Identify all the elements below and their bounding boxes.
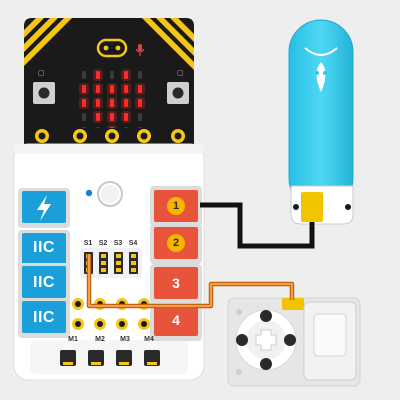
plus-hub-icon (255, 329, 277, 351)
led-on (96, 113, 100, 121)
lightning-icon (37, 195, 51, 221)
led-on (82, 99, 86, 107)
face-logo-icon (96, 38, 128, 58)
led-on (124, 99, 128, 107)
marker-a: ▢ (38, 70, 45, 77)
servo-motor (227, 297, 361, 387)
wire-servo-to-s1 (86, 254, 295, 309)
power-port[interactable] (18, 188, 70, 228)
led-off (82, 113, 86, 121)
iic-port-2[interactable] (18, 263, 70, 303)
button-a[interactable] (33, 82, 55, 104)
motor-port-m1[interactable] (60, 350, 76, 366)
led-off (138, 113, 142, 121)
fan-connector[interactable] (301, 192, 323, 222)
port-2[interactable] (150, 224, 202, 264)
port-4[interactable] (150, 301, 202, 341)
led-off (138, 71, 142, 79)
servo-horn[interactable] (235, 309, 297, 371)
switch-s2[interactable] (99, 252, 108, 274)
led-on (124, 71, 128, 79)
motor-connectors (60, 350, 160, 366)
led-on (110, 85, 114, 93)
led-on (96, 71, 100, 79)
motor-port-m3[interactable] (116, 350, 132, 366)
led-on (124, 113, 128, 121)
right-ports (150, 186, 202, 341)
status-led (85, 189, 93, 197)
led-on (138, 85, 142, 93)
led-off (82, 71, 86, 79)
led-off (110, 71, 114, 79)
marker-b: ▢ (177, 70, 184, 77)
corner-stripes-left (24, 18, 72, 66)
wire-fan-to-port-1 (200, 202, 315, 249)
led-on (110, 113, 114, 121)
motor-port-m2[interactable] (88, 350, 104, 366)
leaf-drop-icon (304, 47, 338, 92)
port-3[interactable] (150, 264, 202, 304)
motor-pad-row-bottom (72, 318, 150, 330)
led-on (110, 99, 114, 107)
led-on (96, 99, 100, 107)
microbit-board: ▢ ▢ (24, 18, 194, 150)
switch-s3[interactable] (114, 252, 123, 274)
led-on (82, 85, 86, 93)
led-on (138, 99, 142, 107)
motor-port-m4[interactable] (144, 350, 160, 366)
led-on (96, 85, 100, 93)
microphone-icon (135, 44, 145, 56)
left-ports (18, 188, 70, 338)
led-on (124, 85, 128, 93)
port-1[interactable] (150, 186, 202, 226)
servo-connector[interactable] (282, 298, 304, 310)
button-b[interactable] (167, 82, 189, 104)
corner-stripes-right (142, 18, 194, 70)
iic-port-3[interactable] (18, 298, 70, 338)
usb-fan (288, 19, 354, 225)
switch-s4[interactable] (129, 252, 138, 274)
iic-port-1[interactable] (18, 230, 70, 270)
